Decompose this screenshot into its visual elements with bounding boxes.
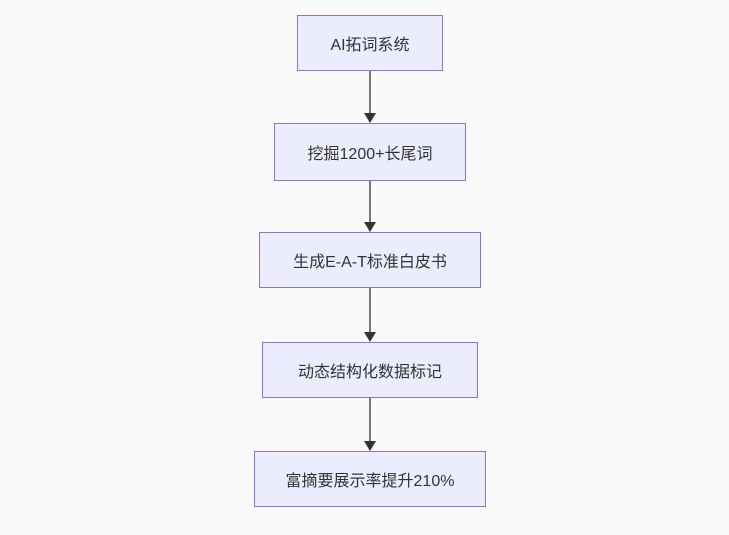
- flow-node-label: 生成E-A-T标准白皮书: [293, 254, 447, 271]
- flow-edge-3: [364, 288, 377, 342]
- edge-line: [369, 288, 371, 338]
- arrowhead-down-icon: [364, 441, 376, 451]
- flow-edge-1: [364, 71, 377, 123]
- arrowhead-down-icon: [364, 113, 376, 123]
- arrowhead-down-icon: [364, 222, 376, 232]
- flow-node-ai-keyword-system: AI拓词系统: [297, 15, 443, 71]
- flow-node-label: AI拓词系统: [330, 37, 410, 54]
- edge-line: [369, 71, 371, 119]
- flow-node-longtail-mining: 挖掘1200+长尾词: [274, 123, 466, 181]
- flow-node-structured-data-markup: 动态结构化数据标记: [262, 342, 478, 398]
- flowchart: AI拓词系统 挖掘1200+长尾词 生成E-A-T标准白皮书 动态结构化数据标记: [254, 15, 486, 507]
- flow-node-label: 动态结构化数据标记: [297, 364, 442, 381]
- arrowhead-down-icon: [364, 332, 376, 342]
- flow-node-label: 富摘要展示率提升210%: [285, 473, 455, 490]
- flow-edge-4: [364, 398, 377, 451]
- flow-node-rich-snippet-rate: 富摘要展示率提升210%: [254, 451, 486, 507]
- edge-line: [369, 181, 371, 228]
- edge-line: [369, 398, 371, 447]
- flow-node-eat-whitepaper: 生成E-A-T标准白皮书: [259, 232, 481, 288]
- flow-edge-2: [364, 181, 377, 232]
- flow-node-label: 挖掘1200+长尾词: [307, 146, 433, 163]
